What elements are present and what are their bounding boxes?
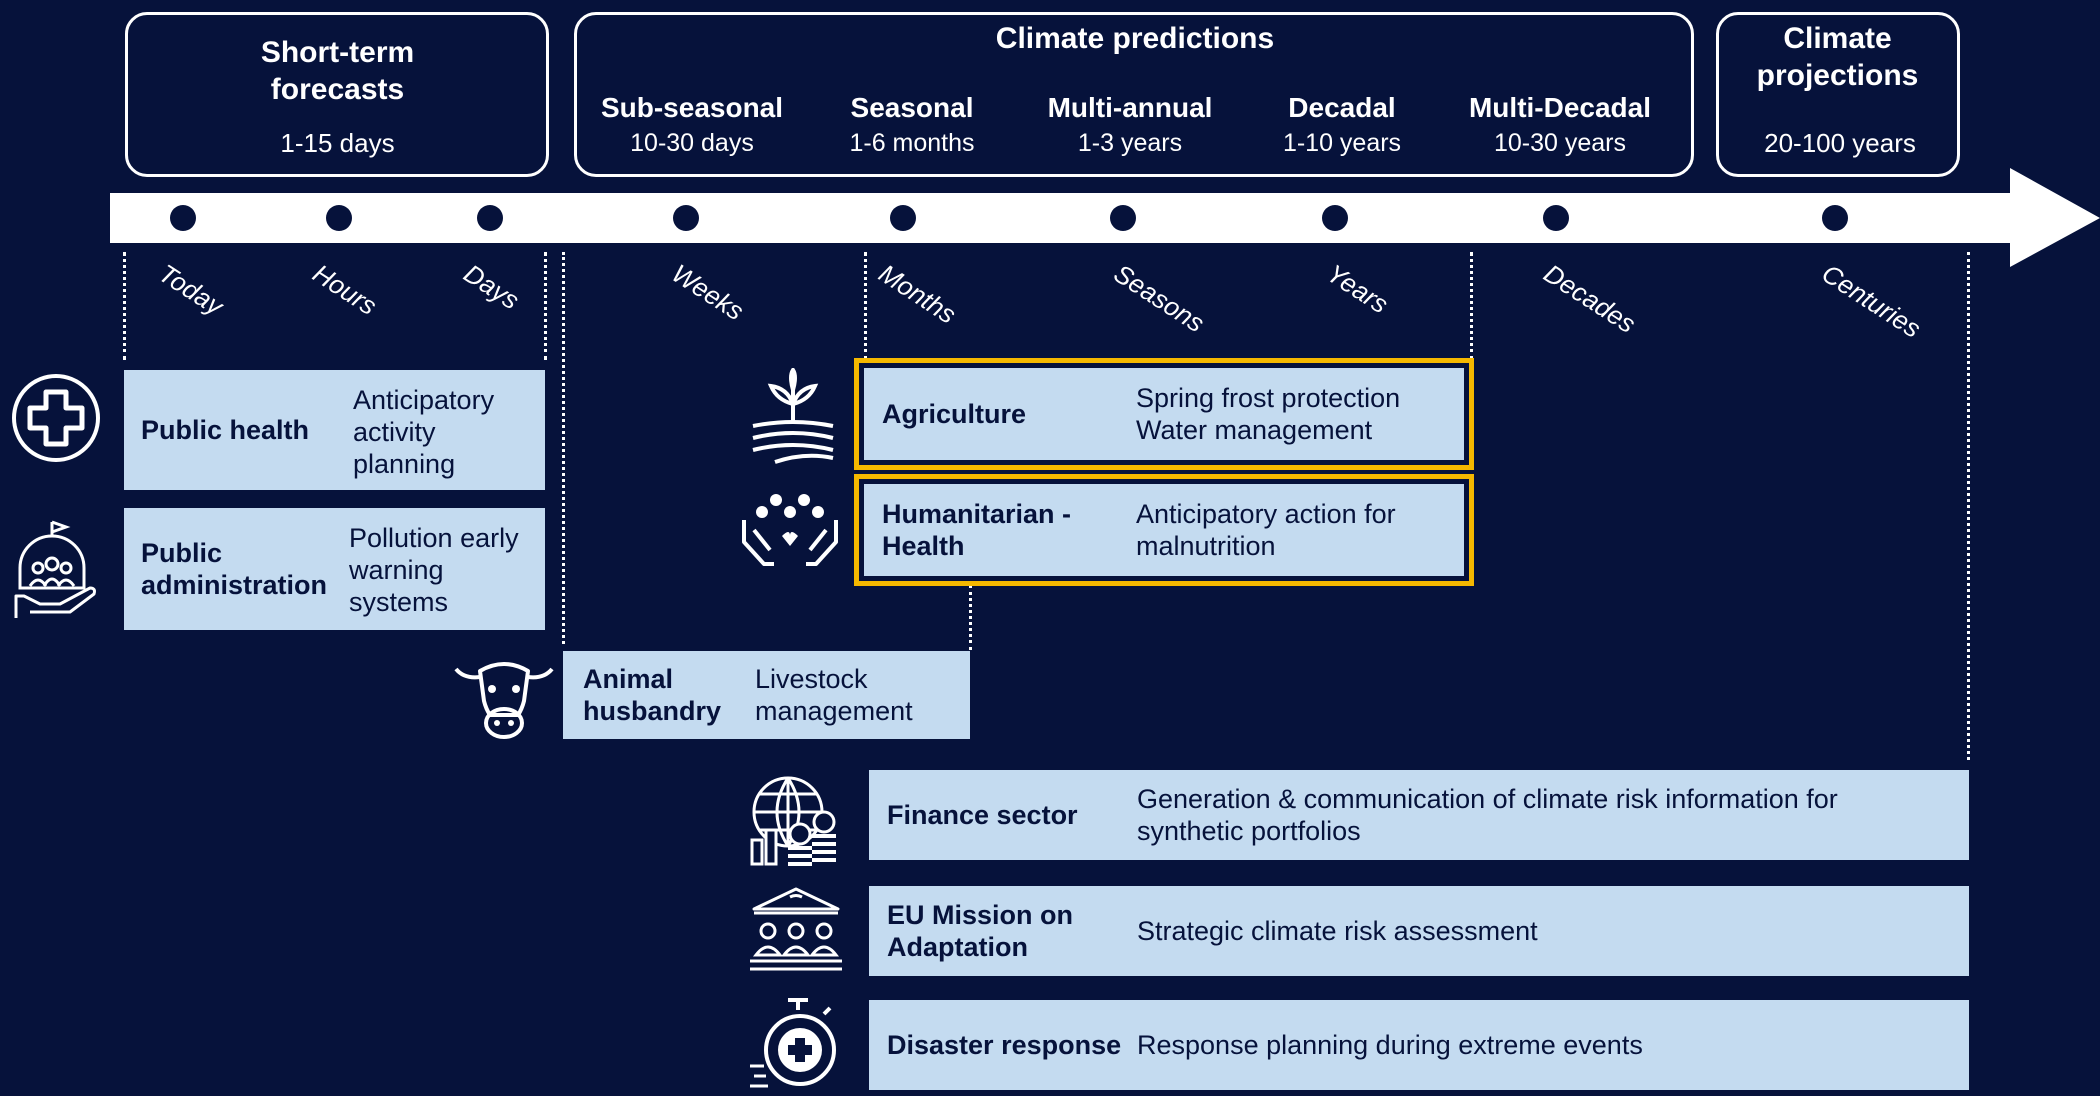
sector-name: Animal husbandry: [583, 664, 722, 726]
timeline-dot: [477, 205, 503, 231]
sector-name: Public health: [141, 415, 310, 445]
timeline-label-decades: Decades: [1538, 258, 1642, 340]
sector-card-disaster-response: Disaster response Response planning duri…: [869, 1000, 1969, 1090]
short-term-sub: 1-15 days: [280, 128, 395, 158]
globe-finance-icon: [750, 776, 836, 866]
prediction-col-sub: 10-30 days: [630, 129, 754, 157]
short-term-box: [125, 12, 549, 177]
prediction-col-sub: 1-3 years: [1077, 129, 1183, 157]
timeline-dot: [1322, 205, 1348, 231]
sector-desc: Strategic climate risk assessment: [1137, 916, 1538, 946]
timeline-arrow-shape: [110, 168, 2100, 267]
prediction-col-seasonal: Seasonal 1-6 months: [792, 90, 1032, 160]
sector-card-agriculture: Agriculture Spring frost protection Wate…: [864, 368, 1464, 460]
prediction-col-title: Sub-seasonal: [600, 92, 784, 123]
prediction-col-title: Decadal: [1288, 92, 1396, 123]
sector-card-public-health: Public health Anticipatory activity plan…: [124, 370, 545, 490]
guide-line: [1470, 252, 1473, 360]
medical-cross-icon: [12, 374, 100, 462]
climate-projections-sub: 20-100 years: [1764, 128, 1916, 158]
climate-projections-box: [1716, 12, 1960, 177]
climate-predictions-box: [574, 12, 1694, 177]
sector-desc: Response planning during extreme events: [1137, 1030, 1643, 1060]
sector-desc: Generation & communication of climate ri…: [1137, 784, 1838, 846]
prediction-col-title: Multi-annual: [1047, 92, 1213, 123]
sector-desc: Livestock management: [755, 664, 913, 726]
prediction-col-title: Multi-Decadal: [1468, 92, 1652, 123]
prediction-col-sub: 1-10 years: [1282, 129, 1402, 157]
sector-name: Humanitarian - Health: [882, 499, 1072, 561]
sector-name: Agriculture: [882, 399, 1027, 429]
sector-name: Public administration: [141, 538, 328, 600]
sector-card-animal-husbandry: Animal husbandry Livestock management: [563, 651, 970, 739]
timeline-dot: [1543, 205, 1569, 231]
timeline-label-seasons: Seasons: [1108, 258, 1210, 339]
timeline-label-centuries: Centuries: [1816, 258, 1927, 344]
timeline-dot: [170, 205, 196, 231]
sector-card-humanitarian-health: Humanitarian - Health Anticipatory actio…: [864, 484, 1464, 576]
hand-holding-people-icon: [14, 520, 96, 618]
sector-desc: Anticipatory activity planning: [353, 385, 495, 479]
guide-line: [864, 252, 867, 360]
prediction-col-decadal: Decadal 1-10 years: [1222, 90, 1462, 160]
sector-card-eu-mission: EU Mission on Adaptation Strategic clima…: [869, 886, 1969, 976]
cow-icon: [454, 662, 554, 739]
timeline-dot: [1822, 205, 1848, 231]
guide-line: [544, 252, 547, 360]
prediction-col-title: Seasonal: [850, 92, 974, 123]
highlight-frame-humanitarian: [854, 474, 1474, 586]
prediction-col-subseasonal: Sub-seasonal 10-30 days: [572, 90, 812, 160]
sector-name: Finance sector: [887, 800, 1078, 830]
guide-line: [1967, 252, 1970, 760]
timeline-dot: [1110, 205, 1136, 231]
sector-desc: Pollution early warning systems: [349, 523, 519, 617]
sector-name: EU Mission on Adaptation: [887, 900, 1074, 962]
timeline-dot: [890, 205, 916, 231]
guide-line: [562, 252, 565, 644]
timeline-arrow: [110, 168, 2100, 267]
guide-line: [969, 585, 972, 650]
short-term-title: Short-term forecasts: [260, 36, 415, 106]
sector-name: Disaster response: [887, 1030, 1122, 1060]
timeline-dot: [673, 205, 699, 231]
prediction-col-sub: 1-6 months: [849, 129, 975, 157]
timeline-dot: [326, 205, 352, 231]
sector-card-public-administration: Public administration Pollution early wa…: [124, 508, 545, 630]
stopwatch-medical-icon: [750, 998, 836, 1088]
guide-line: [123, 252, 126, 360]
prediction-col-multiannual: Multi-annual 1-3 years: [1010, 90, 1250, 160]
institution-people-icon: [750, 887, 842, 971]
hands-people-heart-icon: [742, 494, 838, 566]
prediction-col-sub: 10-30 years: [1493, 129, 1627, 157]
sector-desc: Anticipatory action for malnutrition: [1136, 499, 1396, 561]
climate-predictions-title: Climate predictions: [995, 22, 1275, 55]
sector-desc: Spring frost protection Water management: [1136, 383, 1401, 445]
highlight-frame-agriculture: [854, 358, 1474, 470]
prediction-col-multidecadal: Multi-Decadal 10-30 years: [1440, 90, 1680, 160]
plant-field-icon: [752, 368, 834, 464]
sector-card-finance: Finance sector Generation & communicatio…: [869, 770, 1969, 860]
climate-projections-title: Climate projections: [1756, 22, 1919, 92]
